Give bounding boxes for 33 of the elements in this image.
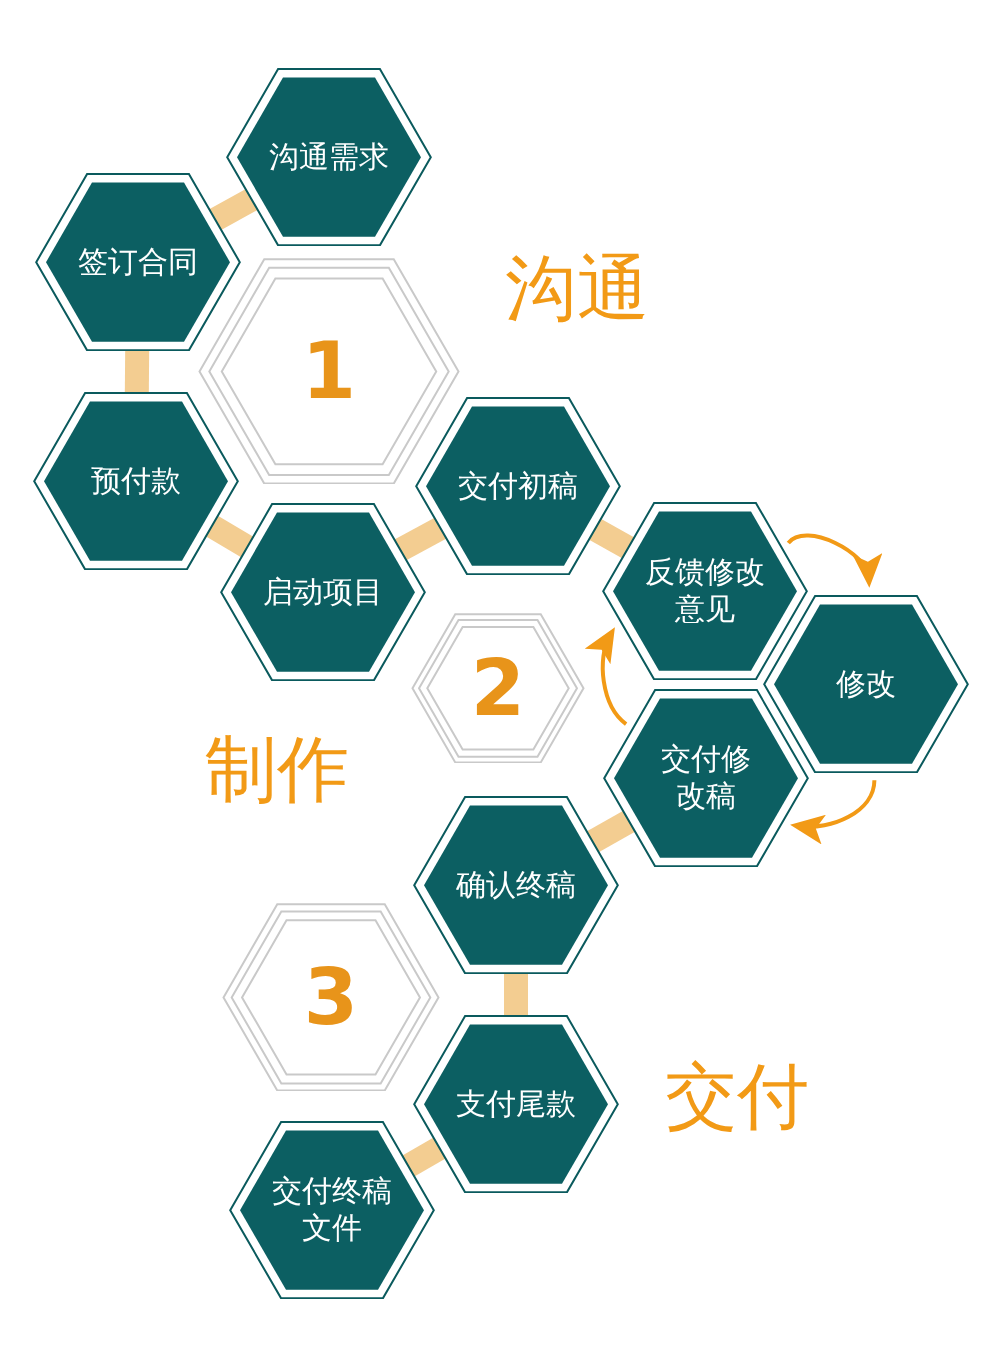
process-hexagon — [229, 1120, 435, 1300]
process-hexagon — [413, 1014, 619, 1194]
step-label: 反馈修改意见 — [644, 554, 766, 628]
step-label: 沟通需求 — [269, 138, 389, 176]
process-hexagon — [763, 594, 969, 774]
phase-title: 制作 — [205, 733, 349, 805]
process-hexagon — [602, 501, 808, 681]
number-hexagon — [198, 257, 460, 485]
process-hexagon — [33, 391, 239, 571]
process-hexagon — [35, 172, 241, 352]
step-label: 支付尾款 — [456, 1085, 576, 1123]
step-label: 修改 — [836, 665, 896, 703]
phase-title: 沟通 — [505, 252, 649, 324]
process-hexagon — [413, 795, 619, 975]
step-label: 签订合同 — [78, 243, 198, 281]
number-hexagon — [222, 902, 440, 1092]
step-number: 1 — [301, 332, 357, 410]
step-label: 确认终稿 — [456, 866, 576, 904]
step-number: 2 — [470, 649, 526, 727]
step-number: 3 — [303, 958, 359, 1036]
step-label: 交付初稿 — [458, 467, 578, 505]
step-label: 交付终稿文件 — [271, 1173, 393, 1247]
process-hexagon — [220, 502, 426, 682]
process-hexagon — [415, 396, 621, 576]
step-label: 启动项目 — [263, 573, 383, 611]
process-hexagon — [226, 67, 432, 247]
process-hexagon — [603, 688, 809, 868]
curved-arrow — [790, 779, 877, 844]
curved-arrow — [585, 626, 628, 726]
number-hexagon — [411, 612, 585, 764]
step-label: 交付修改稿 — [660, 741, 752, 815]
phase-title: 交付 — [665, 1060, 809, 1132]
step-label: 预付款 — [91, 462, 181, 500]
